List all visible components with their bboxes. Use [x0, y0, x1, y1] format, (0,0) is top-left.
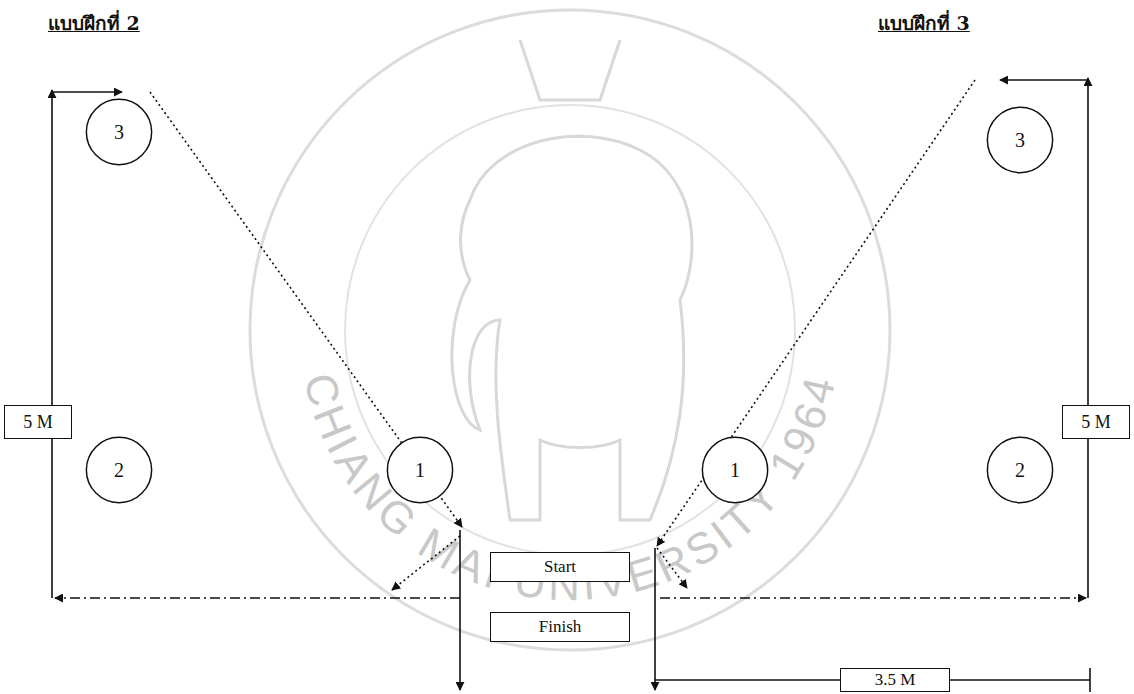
- elephant-outline: [452, 40, 692, 520]
- box-label: 5 M: [23, 412, 53, 433]
- seal-ring: [345, 105, 795, 555]
- label-box: Start: [490, 552, 630, 582]
- cone-circle: 1: [701, 436, 769, 504]
- cone-circle: 2: [986, 436, 1054, 504]
- run-line: [150, 92, 462, 527]
- run-line: [51, 90, 53, 598]
- exercise-title: แบบฝึกที่ 3: [878, 8, 970, 38]
- cone-number: 3: [114, 121, 124, 144]
- cone-circle: 2: [85, 436, 153, 504]
- run-line: [654, 548, 656, 690]
- cone-number: 1: [415, 459, 425, 482]
- run-line: [657, 80, 975, 546]
- seal-ring: [250, 10, 890, 650]
- box-label: Start: [544, 557, 576, 577]
- box-label: 5 M: [1081, 412, 1111, 433]
- exercise-title: แบบฝึกที่ 2: [48, 8, 140, 38]
- cone-number: 2: [114, 459, 124, 482]
- run-line: [657, 548, 687, 588]
- run-line: [55, 597, 460, 599]
- label-box: Finish: [490, 612, 630, 642]
- cone-number: 1: [730, 459, 740, 482]
- run-line: [660, 597, 1086, 599]
- cone-number: 3: [1015, 129, 1025, 152]
- label-box: 3.5 M: [840, 668, 950, 692]
- run-line: [52, 91, 122, 93]
- run-line: [1000, 79, 1088, 81]
- cone-circle: 3: [986, 106, 1054, 174]
- watermark-text: CHIANG MAI UNIVERSITY 1964: [295, 368, 845, 609]
- box-label: Finish: [539, 617, 582, 637]
- label-box: 5 M: [1062, 405, 1130, 439]
- cone-circle: 1: [386, 436, 454, 504]
- label-box: 5 M: [4, 405, 72, 439]
- dimension-tick: [1089, 668, 1091, 692]
- run-line: [1087, 78, 1089, 598]
- cone-number: 2: [1015, 459, 1025, 482]
- run-line: [392, 536, 460, 590]
- cone-circle: 3: [85, 98, 153, 166]
- run-line: [459, 530, 461, 690]
- box-label: 3.5 M: [875, 670, 916, 690]
